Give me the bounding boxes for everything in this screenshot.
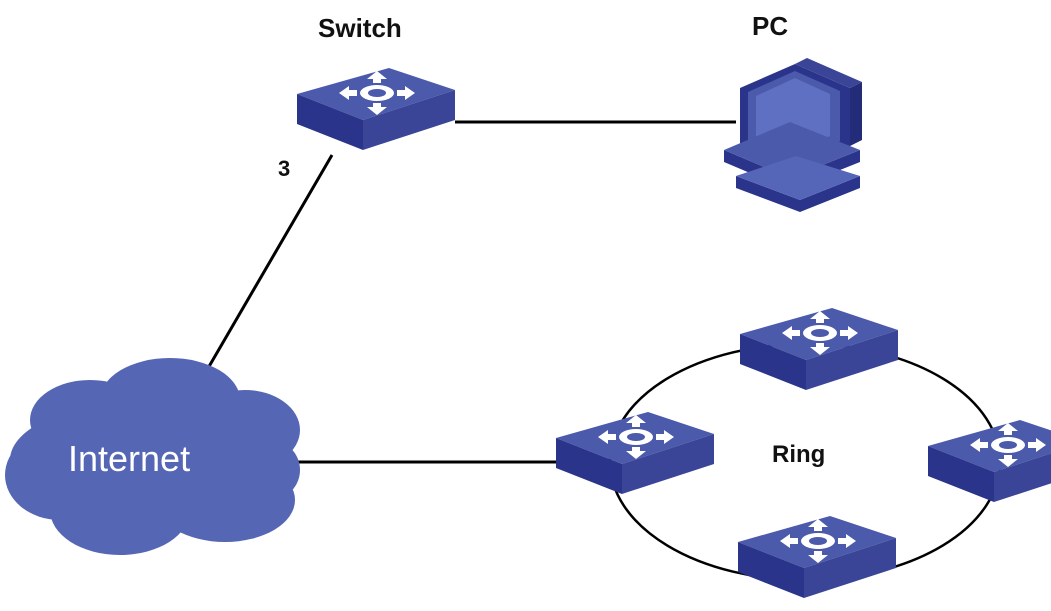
port-label: 3 <box>278 156 291 181</box>
ring-switch-left-icon: SWITCH <box>556 412 714 501</box>
link-switch-internet <box>198 154 334 383</box>
cloud-icon <box>5 358 300 555</box>
ring-switch-top-icon: SWITCH <box>740 308 898 397</box>
switch-label: Switch <box>318 13 402 43</box>
internet-label: Internet <box>68 438 191 479</box>
switch-icon: SWITCH <box>297 68 455 157</box>
ring-switch-right-icon: SWITCH <box>928 420 1051 509</box>
pc-icon <box>724 58 862 212</box>
pc-label: PC <box>752 11 789 41</box>
ring-switch-bottom-icon: SWITCH <box>738 516 896 605</box>
ring-label: Ring <box>772 441 826 468</box>
